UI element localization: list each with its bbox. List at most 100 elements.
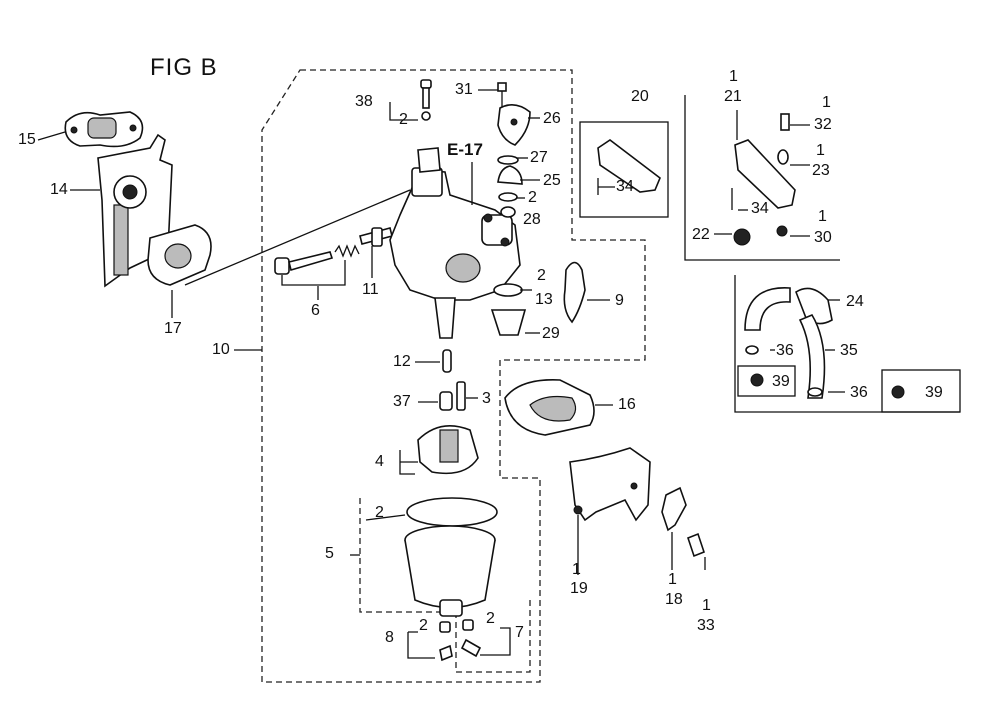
callout-3: 3	[482, 390, 491, 407]
callout-1-30: 1	[818, 208, 827, 225]
callout-9: 9	[615, 292, 624, 309]
callout-21: 21	[724, 88, 742, 105]
lever-21	[731, 110, 796, 210]
callout-30: 30	[814, 229, 832, 246]
callout-11: 11	[362, 281, 379, 298]
leader-17	[184, 189, 411, 286]
callout-29: 29	[542, 325, 560, 342]
drain-screw-8	[407, 621, 453, 662]
float-9	[563, 261, 586, 324]
nut-39-a	[750, 373, 764, 387]
callout-19: 19	[570, 580, 588, 597]
callout-39-a: 39	[772, 373, 790, 390]
reference-e17: E-17	[447, 140, 483, 159]
bowl-screw-7	[460, 619, 511, 658]
callout-6: 6	[311, 302, 320, 319]
callout-25: 25	[543, 172, 561, 189]
callout-1-23: 1	[816, 142, 825, 159]
kit-21-outline	[684, 95, 840, 261]
gasket-13	[493, 283, 523, 297]
nut-39-b	[891, 385, 905, 399]
nut-28	[500, 206, 516, 218]
part-39-box-b	[881, 369, 961, 413]
callout-24: 24	[846, 293, 864, 310]
callout-12: 12	[393, 353, 411, 370]
callout-33: 33	[697, 617, 715, 634]
callout-8: 8	[385, 629, 394, 646]
clamp-36-b	[807, 387, 823, 397]
leader-lines	[37, 89, 845, 556]
float-bowl-outline	[359, 498, 531, 673]
bracket-19	[569, 447, 651, 522]
callout-17: 17	[164, 320, 182, 337]
gasket-15	[64, 111, 144, 148]
screw-31	[497, 82, 507, 108]
callout-31: 31	[455, 81, 473, 98]
float-4	[399, 424, 479, 475]
callout-1-18: 1	[668, 571, 677, 588]
callout-36-a: 36	[776, 342, 794, 359]
callout-2-bolt: 2	[399, 111, 408, 128]
screw-11	[359, 227, 393, 247]
plunger-25	[497, 165, 523, 185]
gasket-17	[147, 224, 212, 286]
o-ring-27	[497, 155, 519, 165]
washer-23	[777, 149, 789, 165]
washer-2-upper	[498, 192, 518, 202]
figure-title: FIG B	[150, 54, 218, 81]
clip-18	[661, 486, 687, 532]
jet-29	[490, 309, 527, 336]
callout-10: 10	[212, 341, 230, 358]
float-bowl-5	[404, 497, 498, 617]
callout-1-19: 1	[572, 561, 581, 578]
callout-7: 7	[515, 624, 524, 641]
part-20-box	[579, 121, 669, 218]
callout-26: 26	[543, 110, 561, 127]
callout-5: 5	[325, 545, 334, 562]
spring-22	[733, 228, 751, 246]
callout-2-washer: 2	[528, 189, 537, 206]
part-39-box-a	[737, 365, 796, 397]
bolt-38	[389, 79, 432, 121]
needle-12	[442, 349, 452, 373]
callout-2-gasket: 2	[537, 267, 546, 284]
clamp-36-a	[745, 345, 759, 355]
callout-2-screw: 2	[486, 610, 495, 627]
screw-32	[780, 113, 790, 131]
callout-36-b: 36	[850, 384, 868, 401]
main-jet-37	[439, 391, 453, 411]
callout-13: 13	[535, 291, 553, 308]
callout-20: 20	[631, 88, 649, 105]
callout-15: 15	[18, 131, 36, 148]
callout-37: 37	[393, 393, 411, 410]
callout-2-bowl: 2	[375, 504, 384, 521]
callout-18: 18	[665, 591, 683, 608]
callout-35: 35	[840, 342, 858, 359]
gasket-16	[504, 379, 595, 436]
callout-22: 22	[692, 226, 710, 243]
pilot-screw-6	[274, 244, 360, 286]
callout-14: 14	[50, 181, 68, 198]
callout-34-b: 34	[751, 200, 769, 217]
callout-1-kit: 1	[729, 68, 738, 85]
nut-30	[776, 225, 788, 237]
callout-28: 28	[523, 211, 541, 228]
hose-35	[798, 313, 826, 399]
carburetor-assembly-outline	[261, 69, 646, 683]
hose-24-elbow	[744, 287, 791, 331]
callout-2-drain: 2	[419, 617, 428, 634]
callout-39-b: 39	[925, 384, 943, 401]
screw-3	[456, 381, 466, 411]
cover-26	[497, 104, 531, 146]
callout-1-33: 1	[702, 597, 711, 614]
callout-34-a: 34	[616, 178, 634, 195]
callout-38: 38	[355, 93, 373, 110]
callout-23: 23	[812, 162, 830, 179]
callout-16: 16	[618, 396, 636, 413]
callout-27: 27	[530, 149, 548, 166]
carburetor-body	[389, 147, 521, 339]
callout-32: 32	[814, 116, 832, 133]
callout-1-32: 1	[822, 94, 831, 111]
callout-4: 4	[375, 453, 384, 470]
